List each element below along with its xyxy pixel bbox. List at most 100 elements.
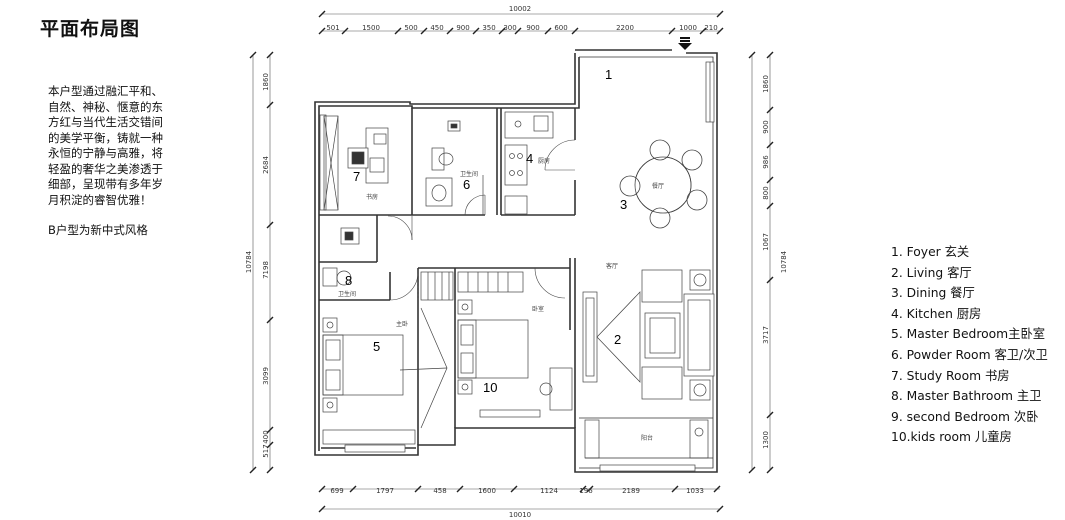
dim-top: 350 (482, 24, 495, 32)
dimension-tick (766, 466, 774, 474)
dimension-tick (544, 27, 552, 35)
dimension-tick (716, 27, 724, 35)
dimension-tick (498, 27, 506, 35)
dim-top: 900 (456, 24, 469, 32)
dim-right: 1300 (762, 431, 770, 449)
dimension-tick (266, 101, 274, 109)
dimension-tick (394, 27, 402, 35)
dim-bottom-total: 10010 (509, 511, 531, 519)
room-label-living: 客厅 (606, 262, 618, 270)
dimension-tick (472, 27, 480, 35)
living-furniture (582, 269, 715, 401)
dim-top: 1500 (362, 24, 380, 32)
dimension-tick (266, 426, 274, 434)
dim-bottom: 699 (330, 487, 343, 495)
room-number-master-bath: 8 (345, 273, 352, 288)
dim-bottom: 458 (433, 487, 446, 495)
dim-top-total: 10002 (509, 5, 531, 13)
dim-right: 1067 (762, 233, 770, 251)
dim-right-column: 1860 900 986 800 1067 3717 1300 (762, 75, 770, 449)
room-number-kids-room: 10 (483, 380, 497, 395)
dimension-tick (668, 27, 676, 35)
dimension-tick (766, 411, 774, 419)
dim-bottom-row: 699 1797 458 1600 1124 196 2189 1033 (330, 487, 704, 495)
dim-left: 517 (262, 444, 270, 457)
dim-bottom: 1124 (540, 487, 558, 495)
door-swings (387, 139, 576, 301)
room-number-master-bedroom: 5 (373, 339, 380, 354)
room-legend: 1. Foyer 玄关 2. Living 客厅 3. Dining 餐厅 4.… (891, 242, 1048, 448)
intro-style-line: B户型为新中式风格 (48, 223, 148, 237)
dimension-tick (249, 466, 257, 474)
room-label-master-bed: 主卧 (396, 320, 408, 328)
kids-room-furniture (457, 271, 573, 411)
dim-top: 500 (404, 24, 417, 32)
dimension-tick (671, 485, 679, 493)
dimension-tick (579, 485, 587, 493)
dimension-tick (766, 276, 774, 284)
legend-item-study-room: 7. Study Room 书房 (891, 368, 1010, 383)
room-label-dining: 餐厅 (652, 182, 664, 190)
room-number-powder-room: 6 (463, 177, 470, 192)
dimension-tick (571, 27, 579, 35)
dimension-tick (266, 221, 274, 229)
room-label-bedroom: 卧室 (532, 305, 544, 313)
room-label-guest-bath: 卫生间 (460, 170, 478, 178)
legend-item-second-bedroom: 9. second Bedroom 次卧 (891, 409, 1039, 424)
dimension-tick (266, 316, 274, 324)
legend-item-living: 2. Living 客厅 (891, 265, 972, 280)
guest-bath-fixtures (425, 120, 484, 215)
dim-top: 1000 (679, 24, 697, 32)
dim-top: 501 (326, 24, 339, 32)
dimension-tick (318, 27, 326, 35)
dimension-tick (318, 505, 326, 513)
legend-item-dining: 3. Dining 餐厅 (891, 286, 975, 301)
dim-top: 2200 (616, 24, 634, 32)
dimension-tick (266, 441, 274, 449)
legend-item-powder-room: 6. Powder Room 客卫/次卫 (891, 347, 1048, 362)
windows (319, 61, 715, 472)
dining-set (619, 139, 708, 229)
dimension-tick (699, 27, 707, 35)
dim-right: 3717 (762, 326, 770, 344)
dimension-lines (252, 13, 771, 510)
dimension-tick (514, 27, 522, 35)
legend-item-kids-room: 10.kids room 儿童房 (891, 430, 1012, 445)
room-label-balcony: 阳台 (641, 434, 653, 442)
dim-left: 400 (262, 430, 270, 443)
intro-text: 本户型通过融汇平和、自然、神秘、惬意的东方红与当代生活交错间的美学平衡，铸就一种… (48, 84, 170, 239)
dimension-tick (586, 485, 594, 493)
dimension-tick (713, 485, 721, 493)
dim-right: 900 (762, 120, 770, 133)
legend-item-kitchen: 4. Kitchen 厨房 (891, 306, 982, 321)
room-number-kitchen: 4 (526, 151, 533, 166)
dim-top: 300 (503, 24, 516, 32)
master-bed (322, 307, 448, 445)
dimension-tick (748, 466, 756, 474)
dim-left: 2684 (262, 156, 270, 174)
dimension-tick (414, 485, 422, 493)
dimension-tick (766, 141, 774, 149)
legend-item-foyer: 1. Foyer 玄关 (891, 245, 970, 259)
room-number-foyer: 1 (605, 67, 612, 82)
dimension-tick (420, 27, 428, 35)
dim-right: 986 (762, 155, 770, 169)
dimension-tick (266, 51, 274, 59)
intro-paragraph: 本户型通过融汇平和、自然、神秘、惬意的东方红与当代生活交错间的美学平衡，铸就一种… (48, 84, 163, 207)
room-number-living: 2 (614, 332, 621, 347)
dim-left-column: 1860 2684 7198 3099 517 400 (262, 73, 270, 458)
room-label-master-bath: 卫生间 (338, 290, 356, 298)
dim-bottom: 1033 (686, 487, 704, 495)
dim-top: 210 (704, 24, 717, 32)
room-label-study: 书房 (366, 193, 378, 201)
master-bath-fixtures (322, 267, 454, 301)
dimension-tick (318, 10, 326, 18)
legend-item-master-bathroom: 8. Master Bathroom 主卫 (891, 389, 1042, 404)
room-numbers: 1 2 3 4 5 6 7 8 10 (345, 67, 627, 395)
dim-bottom: 1797 (376, 487, 394, 495)
page-title: 平面布局图 (40, 18, 141, 40)
dim-right: 800 (762, 186, 770, 199)
dimension-tick (510, 485, 518, 493)
dimension-tick (716, 505, 724, 513)
